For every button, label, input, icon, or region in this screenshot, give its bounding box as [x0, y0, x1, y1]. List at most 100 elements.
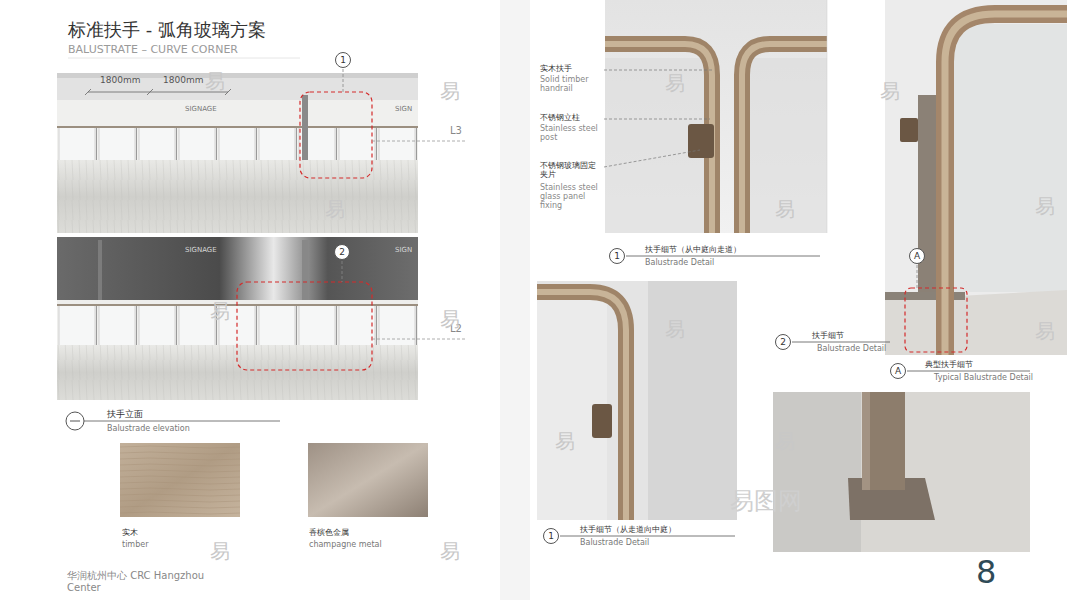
leader-line	[342, 69, 466, 339]
typical-balustrade-image	[905, 288, 967, 352]
handrail-detail-image	[742, 44, 827, 233]
handrail-detail-image	[605, 0, 827, 233]
material-swatch	[120, 443, 428, 517]
callout-circle: A	[909, 248, 925, 264]
label-text: 实木	[122, 528, 138, 537]
material-swatch	[308, 443, 428, 517]
post-base-image	[862, 392, 905, 490]
elevation-drawing	[57, 126, 418, 128]
leader-line	[604, 70, 820, 256]
callout-circle: 2	[334, 244, 350, 260]
leader-line	[604, 150, 700, 167]
callout-circle: 2	[775, 334, 791, 350]
label-text: SIGNAGE	[185, 105, 217, 113]
handrail-detail-image	[537, 292, 626, 520]
elevation-drawing	[57, 160, 418, 233]
view-title-mark	[84, 421, 280, 422]
label-text: Balustrade Detail	[645, 258, 714, 267]
typical-balustrade-image	[885, 0, 1067, 355]
label-text: 1800mm	[163, 75, 203, 85]
material-swatch	[120, 443, 240, 517]
label-text: timber	[122, 540, 148, 549]
typical-balustrade-image	[885, 290, 1067, 355]
handrail-detail-image	[742, 44, 827, 233]
label-text: BALUSTRATE – CURVE CORNER	[68, 44, 238, 57]
label-text: 扶手立面	[107, 409, 143, 419]
view-title-rule	[792, 342, 890, 343]
watermark: 易	[665, 72, 685, 95]
leader-line	[604, 119, 710, 120]
elevation-drawing	[57, 73, 418, 100]
title-rule	[68, 58, 300, 59]
post-base-image	[773, 392, 1030, 552]
callout-number: 1	[340, 56, 346, 65]
elevation-drawing	[57, 100, 418, 160]
callout-number: 1	[614, 252, 620, 261]
callout-circle: 1	[335, 52, 351, 68]
label-text: 典型扶手细节	[925, 360, 973, 369]
watermark: 易	[440, 540, 460, 563]
elevation-drawing	[57, 233, 418, 237]
leader-line	[626, 256, 820, 257]
elevation-drawing	[302, 95, 308, 160]
watermark: 易	[1035, 320, 1055, 343]
watermark: 易图网	[730, 488, 802, 516]
elevation-drawing	[57, 160, 418, 233]
handrail-detail-image	[537, 292, 626, 520]
handrail-detail-image	[537, 281, 737, 520]
elevation-drawing	[57, 73, 418, 400]
callout-number: 1	[548, 532, 554, 541]
callout-number: A	[914, 252, 920, 261]
post-base-image	[773, 392, 861, 552]
elevation-drawing	[147, 89, 153, 95]
handrail-detail-image	[827, 0, 828, 233]
elevation-drawing	[225, 89, 231, 95]
label-text: 不锈钢立柱	[540, 113, 580, 122]
detail-callout-box	[237, 282, 372, 370]
label-text: Solid timber handrail	[540, 75, 600, 93]
callout-number: 2	[780, 338, 786, 347]
view-title-mark	[66, 412, 84, 430]
label-text: Stainless steel glass panel fixing	[540, 183, 600, 211]
watermark: 易	[325, 198, 345, 221]
label-text: 8	[976, 554, 996, 591]
label-text: 扶手细节（从中庭向走道）	[645, 245, 741, 254]
handrail-detail-image	[748, 58, 827, 233]
detail-callout-box	[300, 92, 372, 178]
leader-line	[343, 69, 344, 92]
typical-balustrade-image	[945, 14, 1067, 355]
elevation-drawing	[98, 240, 102, 300]
label-text: 1800mm	[100, 75, 140, 85]
watermark: 易	[440, 80, 460, 103]
handrail-detail-image	[648, 281, 737, 520]
typical-balustrade-image	[945, 14, 1067, 355]
watermark: 易	[555, 430, 575, 453]
label-text: Stainless steel post	[540, 124, 600, 142]
label-text: 不锈钢玻璃固定夹片	[540, 161, 598, 179]
label-text: 扶手细节（从走道向中庭）	[580, 525, 676, 534]
handrail-detail-image	[688, 124, 714, 158]
detail-callout-box	[237, 92, 372, 370]
label-text: SIGN	[395, 105, 412, 113]
typical-balustrade-image	[917, 265, 918, 288]
title-rule	[68, 58, 300, 59]
leader-line	[604, 70, 714, 71]
elevation-drawing	[85, 89, 91, 95]
view-title-rule	[560, 536, 735, 537]
handrail-detail-image	[592, 404, 612, 438]
label-text: 华润杭州中心 CRC Hangzhou Center	[67, 570, 237, 593]
label-text: champagne metal	[309, 540, 382, 549]
elevation-drawing	[57, 126, 418, 160]
handrail-detail-image	[537, 281, 737, 520]
label-text: Balustrade Detail	[817, 344, 886, 353]
sheet-title: 标准扶手 - 弧角玻璃方案	[68, 20, 266, 41]
label-text: 扶手细节	[812, 331, 844, 340]
label-text: Balustrade elevation	[107, 424, 190, 433]
page-gutter	[500, 0, 530, 600]
watermark: 易	[775, 198, 795, 221]
typical-balustrade-image	[885, 0, 1067, 355]
